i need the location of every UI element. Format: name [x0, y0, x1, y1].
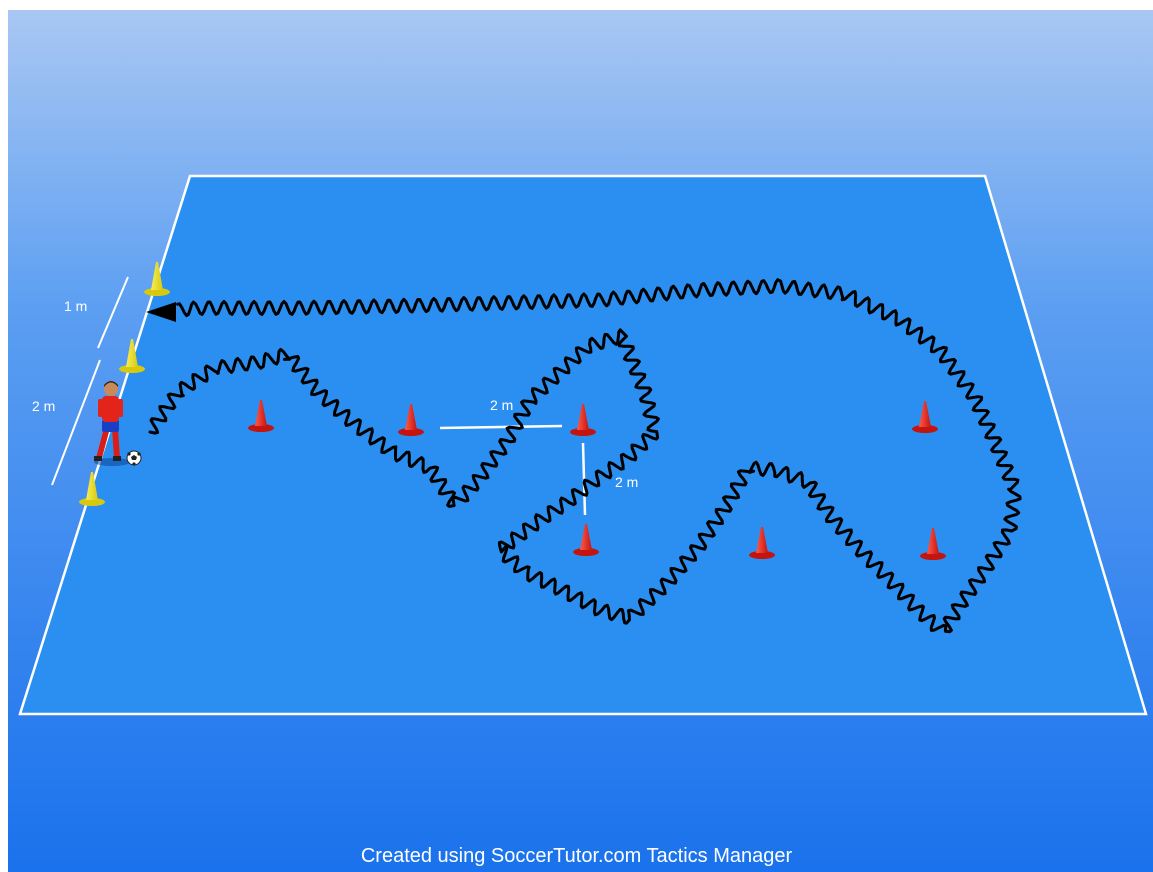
ball-icon	[126, 450, 142, 466]
measure-line-1m	[97, 276, 129, 349]
red-marker-cone-icon	[912, 401, 938, 433]
yellow-cone-icon	[79, 472, 105, 506]
red-marker-cone-icon	[398, 404, 424, 436]
yellow-cone-icon	[144, 262, 170, 296]
arrowhead-icon	[146, 302, 176, 322]
distance-line-horizontal	[439, 424, 563, 430]
label-2m-cones: 2 m	[32, 398, 55, 414]
credit-footer: Created using SoccerTutor.com Tactics Ma…	[360, 845, 793, 867]
measure-line-2m	[51, 359, 101, 486]
red-marker-cone-icon	[570, 404, 596, 436]
dribble-path	[148, 278, 1022, 634]
yellow-cone-icon	[119, 339, 145, 373]
label-1m: 1 m	[64, 298, 87, 314]
red-marker-cone-icon	[573, 524, 599, 556]
red-marker-cone-icon	[749, 527, 775, 559]
label-2m-horizontal: 2 m	[490, 397, 513, 413]
red-marker-cone-icon	[248, 400, 274, 432]
player-icon	[94, 381, 130, 466]
red-marker-cone-icon	[920, 528, 946, 560]
label-2m-vertical: 2 m	[615, 474, 638, 490]
